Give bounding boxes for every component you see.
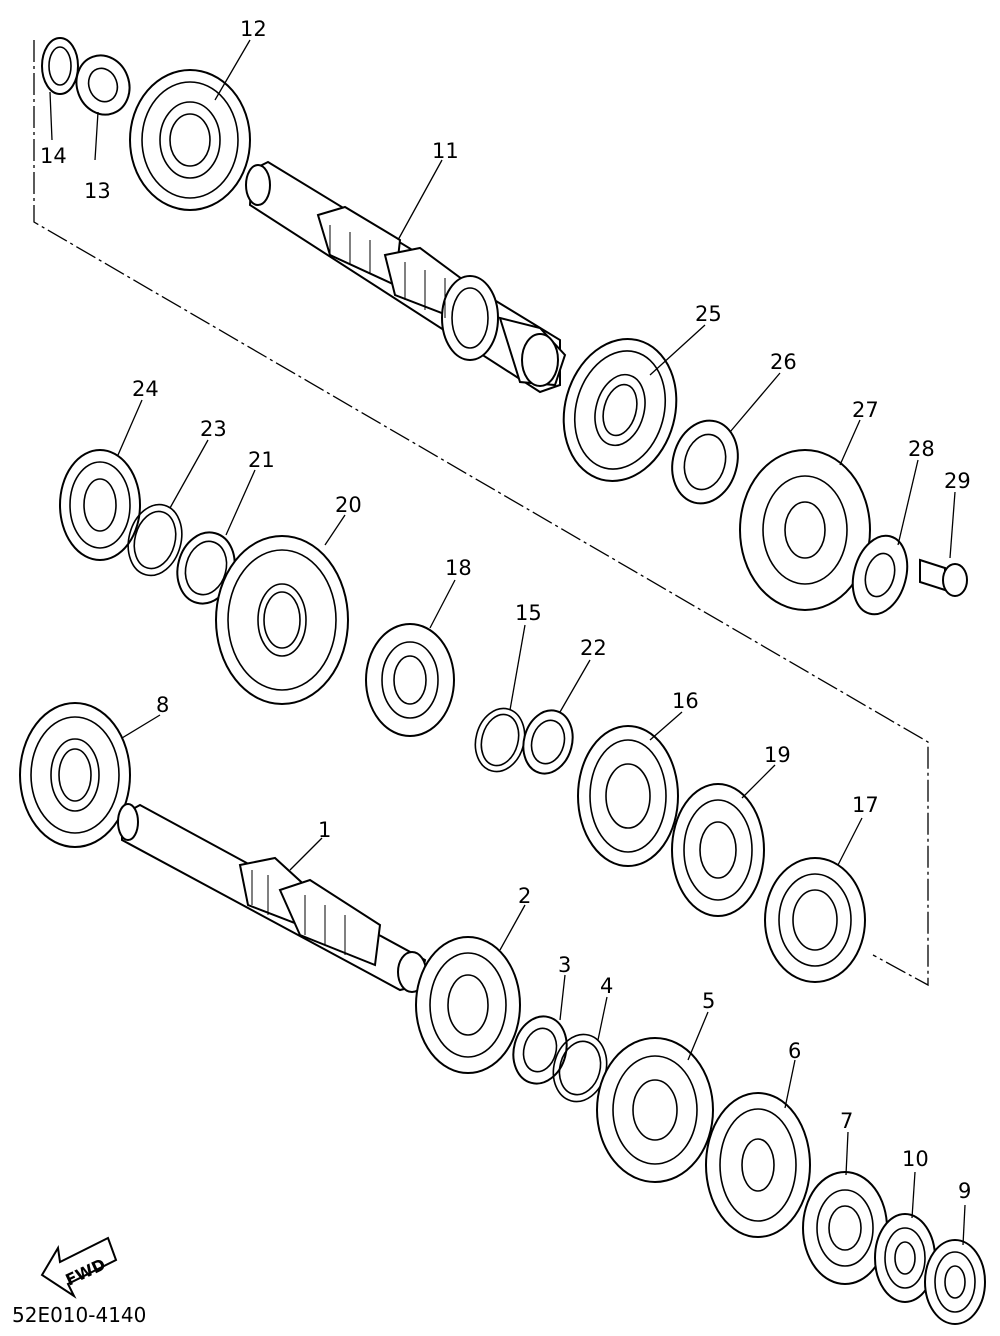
callout-6: 6 bbox=[788, 1039, 801, 1063]
callout-22: 22 bbox=[580, 636, 607, 660]
gear-part-20 bbox=[215, 535, 349, 705]
gear-part-19 bbox=[671, 783, 765, 917]
callout-5: 5 bbox=[702, 989, 715, 1013]
callout-23: 23 bbox=[200, 417, 227, 441]
gear-part-7 bbox=[802, 1171, 888, 1285]
callout-19: 19 bbox=[764, 743, 791, 767]
callout-3: 3 bbox=[558, 953, 571, 977]
gear-part-12 bbox=[129, 69, 251, 211]
fwd-arrow-icon: FWD bbox=[40, 1236, 118, 1299]
callout-21: 21 bbox=[248, 448, 275, 472]
callout-28: 28 bbox=[908, 437, 935, 461]
sprocket-part-27 bbox=[739, 449, 871, 611]
circlip-part-15 bbox=[474, 707, 526, 773]
callout-25: 25 bbox=[695, 302, 722, 326]
washer-part-22 bbox=[522, 709, 574, 775]
circlip-part-14 bbox=[41, 37, 79, 95]
gear-part-2 bbox=[415, 936, 521, 1074]
callout-2: 2 bbox=[518, 884, 531, 908]
callout-4: 4 bbox=[600, 974, 613, 998]
callout-15: 15 bbox=[515, 601, 542, 625]
callout-20: 20 bbox=[335, 493, 362, 517]
callout-labels: 1 2 3 4 5 6 7 8 9 10 11 12 13 14 15 16 1… bbox=[40, 17, 971, 1203]
callout-13: 13 bbox=[84, 179, 111, 203]
lock-washer-part-28 bbox=[851, 534, 909, 616]
callout-27: 27 bbox=[852, 398, 879, 422]
callout-8: 8 bbox=[156, 693, 169, 717]
callout-7: 7 bbox=[840, 1109, 853, 1133]
oil-seal-part-9 bbox=[924, 1239, 986, 1325]
washer-part-13 bbox=[75, 54, 131, 116]
bolt-part-29 bbox=[919, 558, 968, 597]
callout-29: 29 bbox=[944, 469, 971, 493]
callout-14: 14 bbox=[40, 144, 67, 168]
callout-17: 17 bbox=[852, 793, 879, 817]
callout-10: 10 bbox=[902, 1147, 929, 1171]
drawing-code: 52E010-4140 bbox=[12, 1303, 146, 1327]
callout-1: 1 bbox=[318, 818, 331, 842]
gear-part-5 bbox=[596, 1037, 714, 1183]
callout-16: 16 bbox=[672, 689, 699, 713]
gear-part-16 bbox=[577, 725, 679, 867]
callout-26: 26 bbox=[770, 350, 797, 374]
circlip-part-23 bbox=[127, 503, 183, 577]
callout-12: 12 bbox=[240, 17, 267, 41]
leader-lines bbox=[49, 39, 966, 1246]
gear-part-18 bbox=[365, 623, 455, 737]
main-axle-part-11 bbox=[245, 160, 567, 394]
main-axle-part-1 bbox=[117, 803, 427, 993]
callout-11: 11 bbox=[432, 139, 459, 163]
bearing-part-24 bbox=[59, 449, 141, 561]
callout-9: 9 bbox=[958, 1179, 971, 1203]
gear-part-6 bbox=[705, 1092, 811, 1238]
callout-24: 24 bbox=[132, 377, 159, 401]
bearing-part-8 bbox=[19, 702, 131, 848]
bearing-part-25 bbox=[562, 338, 678, 482]
collar-part-26 bbox=[671, 419, 739, 505]
assembly-bracket-lines bbox=[33, 40, 929, 987]
callout-18: 18 bbox=[445, 556, 472, 580]
gear-part-17 bbox=[764, 857, 866, 983]
